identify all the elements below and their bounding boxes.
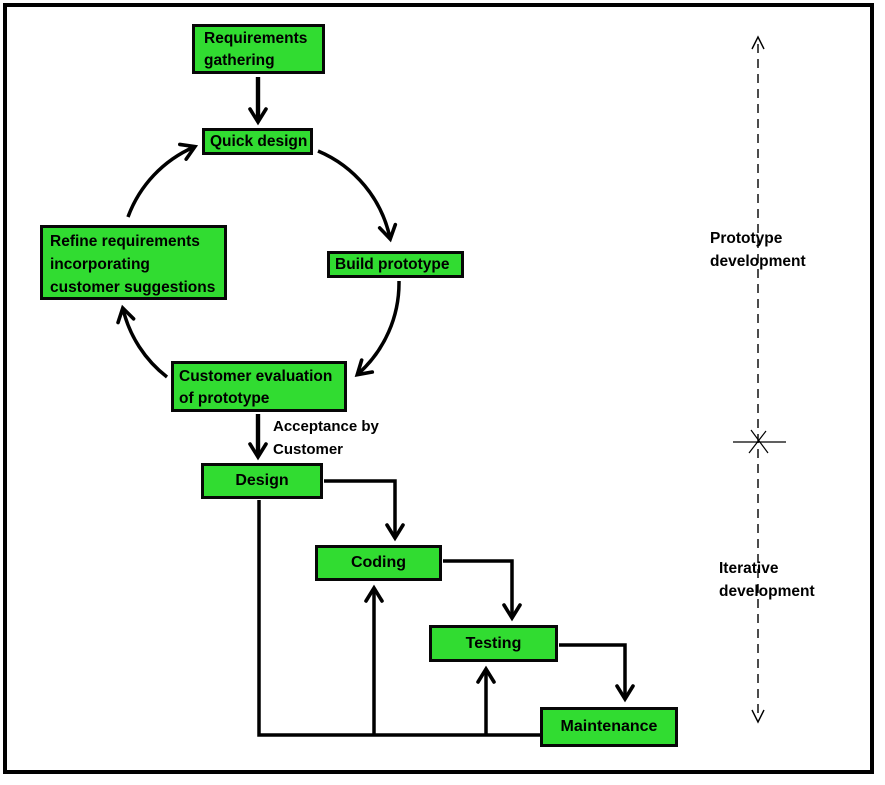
edge-refine-to-quickdesign-arc-arrow (126, 142, 199, 218)
node-label-line: Coding (350, 554, 407, 571)
node-label-line: Refine requirements (50, 233, 200, 250)
node-label-line: Build prototype (335, 256, 450, 273)
phase-divider-down-arrowhead-icon (751, 709, 765, 724)
node-build-prototype: Build prototype (327, 251, 464, 278)
node-label-line: customer suggestions (50, 279, 216, 296)
node-label-line: Requirements (204, 30, 308, 47)
outer-border (3, 3, 874, 774)
node-testing: Testing (429, 625, 558, 662)
feedback-line (257, 500, 540, 737)
edge-design-to-coding-arrow (324, 479, 405, 542)
edge-coding-to-testing-arrow (443, 559, 522, 622)
node-refine-requirements: Refine requirements incorporating custom… (40, 225, 227, 300)
annotation-line: development (719, 583, 815, 600)
edge-testing-to-maintenance-arrow (559, 643, 635, 703)
iterative-development-label: Iterative development (719, 557, 815, 603)
prototype-development-label: Prototype development (710, 227, 806, 273)
node-label-line: Testing (465, 634, 522, 652)
node-label-line: Design (235, 472, 289, 489)
node-label-line: Quick design (210, 133, 308, 150)
phase-divider-up-arrowhead-icon (751, 35, 765, 50)
node-label-line: incorporating (50, 256, 150, 273)
acceptance-by-customer-label: Acceptance by Customer (273, 415, 379, 461)
annotation-line: Acceptance by (273, 418, 379, 435)
node-label-line: Customer evaluation (179, 368, 333, 385)
node-label-line: Maintenance (560, 718, 658, 735)
node-coding: Coding (315, 545, 442, 581)
annotation-line: Customer (273, 441, 344, 458)
node-design: Design (201, 463, 323, 499)
node-requirements-gathering: Requirements gathering (192, 24, 325, 74)
edge-quickdesign-to-buildprototype-arc-arrow (317, 149, 398, 243)
annotation-line: development (710, 253, 806, 270)
annotation-line: Iterative (719, 560, 779, 577)
node-label-line: gathering (204, 52, 275, 69)
node-customer-evaluation: Customer evaluation of prototype (171, 361, 347, 412)
edge-buildprototype-to-evaluation-arc-arrow (354, 280, 401, 377)
edge-evaluation-to-refine-arc-arrow (116, 304, 169, 379)
node-maintenance: Maintenance (540, 707, 678, 747)
annotation-line: Prototype (710, 230, 783, 247)
node-quick-design: Quick design (202, 128, 313, 155)
phase-break-x-icon (748, 429, 769, 454)
node-label-line: of prototype (179, 390, 270, 407)
